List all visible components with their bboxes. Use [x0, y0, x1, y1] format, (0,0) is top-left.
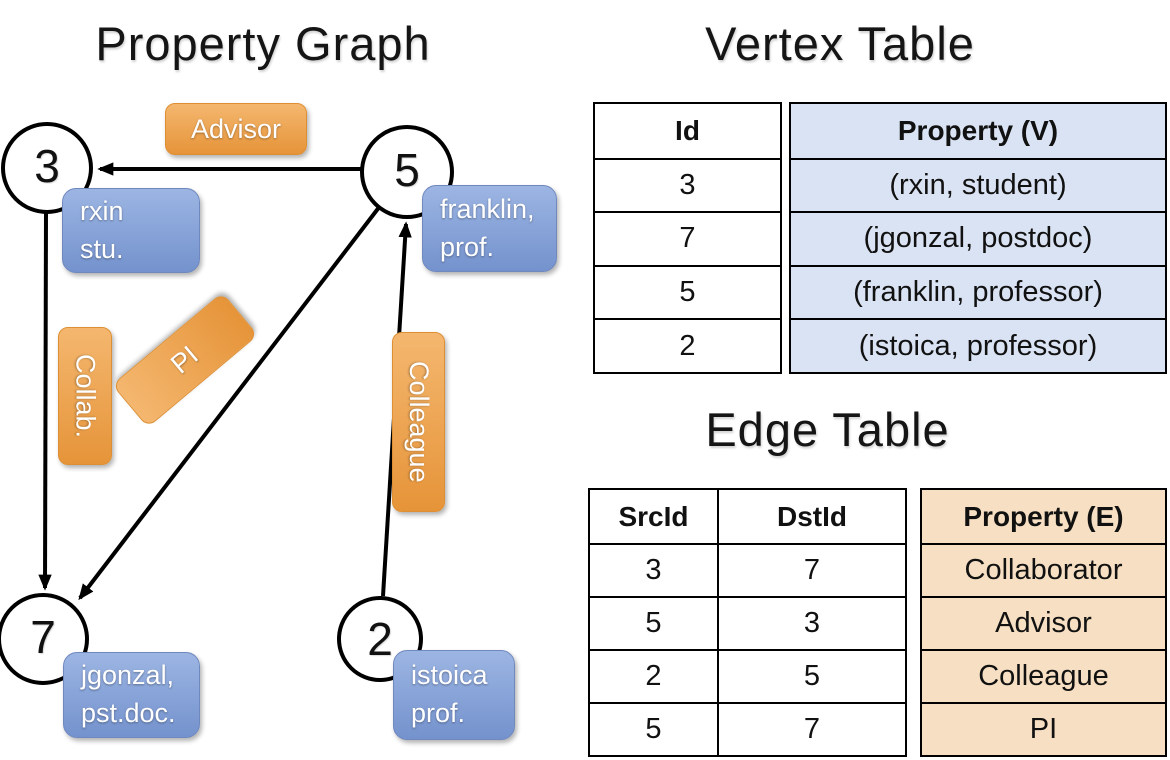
edge-label-colleague: Colleague: [392, 332, 445, 512]
node-label-2: 2: [367, 613, 393, 665]
vertex-table-header-property: Property (V): [897, 114, 1059, 146]
edge-label-collab: Collab.: [58, 327, 112, 465]
edge-table-header-dstid: DstId: [717, 490, 905, 543]
node-label-5: 5: [394, 144, 420, 196]
edge-label-advisor: Advisor: [165, 103, 307, 155]
table-cell: 7: [717, 702, 905, 755]
table-cell: 2: [590, 649, 717, 702]
edge-pi-5-to-7: [78, 204, 382, 601]
vertex-table-title: Vertex Table: [705, 17, 975, 70]
table-cell: Collaborator: [922, 543, 1165, 596]
table-cell: PI: [922, 702, 1165, 755]
vertex-property-box-istoica: istoica prof.: [393, 650, 515, 740]
property-graph-title: Property Graph: [95, 17, 431, 70]
vertex-property-box-jgonzal: jgonzal, pst.doc.: [63, 652, 200, 738]
node-label-7: 7: [30, 611, 56, 663]
table-cell: 5: [590, 702, 717, 755]
vertex-property-box-rxin: rxin stu.: [62, 188, 200, 273]
table-cell: Advisor: [922, 596, 1165, 649]
table-cell: 5: [590, 596, 717, 649]
table-cell: 5: [595, 264, 780, 319]
edge-table-header-property: Property (E): [963, 500, 1124, 532]
vertex-table-property-column: Property (V) (rxin, student) (jgonzal, p…: [789, 102, 1167, 374]
edge-table-id-columns: SrcId DstId 3 7 5 3 2 5 5 7: [588, 488, 907, 757]
table-cell: 2: [595, 318, 780, 372]
table-cell: 7: [595, 211, 780, 265]
table-cell: 7: [717, 543, 905, 596]
edge-collab-3-to-7: [38, 211, 52, 591]
table-cell: (franklin, professor): [791, 264, 1165, 319]
table-cell: (istoica, professor): [791, 318, 1165, 372]
table-cell: (rxin, student): [791, 157, 1165, 212]
vertex-table-id-column: Id 3 7 5 2: [593, 102, 782, 374]
edge-table-title: Edge Table: [705, 403, 950, 456]
vertex-table-header-id: Id: [675, 114, 700, 146]
table-cell: 3: [590, 543, 717, 596]
edge-table-header-srcid: SrcId: [618, 500, 689, 532]
table-cell: 3: [595, 157, 780, 212]
table-cell: 5: [717, 649, 905, 702]
edge-table-property-column: Property (E) Collaborator Advisor Collea…: [920, 488, 1167, 757]
node-label-3: 3: [34, 140, 60, 192]
table-cell: Colleague: [922, 649, 1165, 702]
property-graph-diagram: [0, 122, 454, 685]
table-cell: (jgonzal, postdoc): [791, 211, 1165, 265]
vertex-property-box-franklin: franklin, prof.: [422, 185, 557, 272]
table-cell: 3: [717, 596, 905, 649]
